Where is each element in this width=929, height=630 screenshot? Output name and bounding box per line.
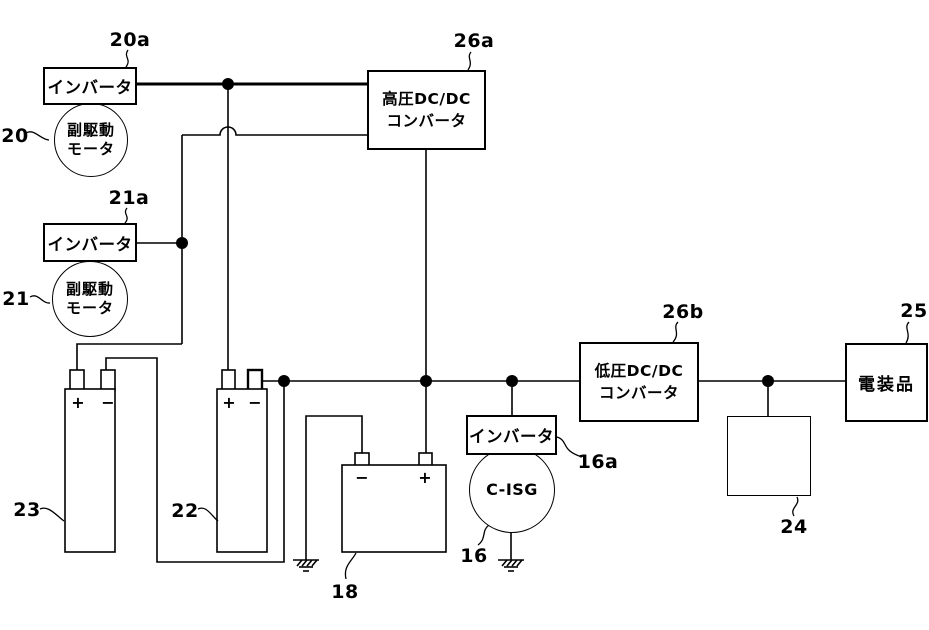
leader-line-21a [124, 207, 128, 224]
motor-label-line1: 副駆動 [65, 279, 114, 298]
junction-dot [762, 375, 774, 387]
battery-22-symbol [216, 368, 268, 553]
ref-label-20: 20 [1, 125, 29, 147]
inverter-label: インバータ [47, 78, 133, 97]
lv-dcdc-label-line2: コンバータ [598, 384, 679, 402]
c-isg-machine-16: C-ISG [469, 447, 555, 533]
ref-label-21a: 21a [108, 187, 150, 209]
battery22-plus-sign: + [222, 393, 236, 412]
junction-dot [278, 375, 290, 387]
leader-line-18 [344, 552, 357, 580]
leader-line-26b [672, 321, 679, 343]
motor-label-line2: モータ [66, 140, 115, 158]
leader-line-20 [25, 131, 50, 141]
ref-label-23: 23 [13, 499, 41, 521]
electrical-components-box-25: 電装品 [845, 343, 928, 422]
leader-line-26a [467, 51, 472, 71]
battery-23-symbol [64, 369, 116, 553]
inverter-box-21a: インバータ [43, 223, 137, 262]
junction-dot [506, 375, 518, 387]
leader-line-20a [125, 49, 129, 68]
leader-line-16a [556, 436, 583, 458]
ref-label-16a: 16a [577, 451, 619, 473]
lv-dcdc-label-line1: 低圧DC/DC [594, 361, 684, 380]
ref-label-24: 24 [780, 516, 808, 538]
ref-label-22: 22 [171, 500, 199, 522]
inverter-box-20a: インバータ [43, 67, 137, 105]
hv-dcdc-label-line1: 高圧DC/DC [382, 89, 471, 108]
ref-label-25: 25 [900, 300, 928, 322]
inverter-label: インバータ [469, 427, 554, 446]
battery-18-symbol [341, 452, 447, 553]
battery23-minus-sign: − [101, 393, 115, 412]
hv-dcdc-label-line2: コンバータ [386, 112, 467, 130]
junction-dot [222, 78, 234, 90]
junction-dot [176, 237, 188, 249]
battery18-minus-sign: − [355, 468, 369, 487]
electrical-components-label: 電装品 [858, 375, 915, 395]
component-box-24 [727, 416, 811, 496]
motor-label-line1: 副駆動 [66, 120, 115, 139]
ref-label-16: 16 [460, 545, 488, 567]
wire-battery23-plus [76, 343, 182, 371]
junction-dot [420, 375, 432, 387]
ground-icon [498, 559, 524, 572]
wire-crossover-hop [182, 126, 367, 136]
wire-battery18-minus-to-ground [305, 415, 363, 560]
leader-line-22 [197, 507, 219, 522]
ref-label-18: 18 [331, 581, 359, 603]
wire-inverter21-junction [137, 135, 183, 344]
leader-line-25 [905, 321, 910, 344]
lv-dcdc-converter-box-26b: 低圧DC/DC コンバータ [579, 342, 699, 422]
leader-line-24 [792, 496, 799, 517]
c-isg-label: C-ISG [486, 479, 538, 499]
ref-label-20a: 20a [109, 29, 151, 51]
battery18-plus-sign: + [418, 468, 432, 487]
motor-label-line2: モータ [65, 299, 114, 317]
leader-line-21 [29, 295, 51, 304]
ref-label-26b: 26b [662, 301, 704, 323]
wire-battery23-minus-loop [105, 357, 285, 563]
wire-to-hv-converter-with-hop [182, 126, 367, 136]
battery22-minus-sign: − [248, 393, 262, 412]
ref-label-21: 21 [2, 288, 30, 310]
ref-label-26a: 26a [453, 30, 495, 52]
sub-drive-motor-21: 副駆動 モータ [52, 261, 128, 337]
sub-drive-motor-20: 副駆動 モータ [54, 103, 128, 177]
ground-icon [293, 559, 319, 572]
leader-line-23 [39, 507, 65, 522]
leader-line-16 [477, 524, 490, 546]
battery23-plus-sign: + [71, 393, 85, 412]
inverter-box-16a: インバータ [466, 415, 557, 455]
inverter-label: インバータ [47, 234, 133, 254]
hv-dcdc-converter-box-26a: 高圧DC/DC コンバータ [367, 70, 486, 150]
